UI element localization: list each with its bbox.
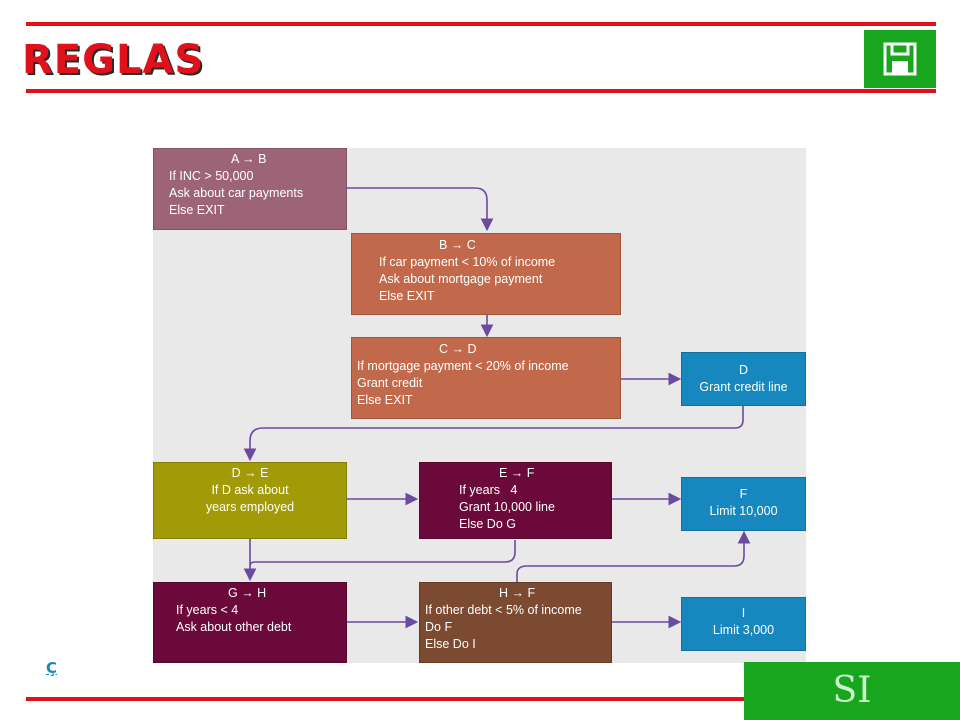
save-button[interactable] [864,30,936,88]
rule-node-line: If INC > 50,000 [169,169,254,183]
rule-node-header: A → B [231,152,267,166]
floppy-disk-icon [883,42,917,76]
rule-node-line: If years 4 [459,483,518,497]
rule-node-line: If D ask about [211,483,289,497]
rule-node-header: G → H [228,586,267,600]
rule-node-line: Else Do G [459,517,516,531]
rules-flow-diagram: A → B If INC > 50,000 Ask about car paym… [153,148,806,663]
rule-node-header: C → D [439,342,477,356]
result-node-header: F [739,487,748,501]
rule-node-line: Ask about other debt [176,620,292,634]
rule-node-c-to-d: C → D If mortgage payment < 20% of incom… [351,337,621,419]
rule-node-line: If mortgage payment < 20% of income [357,359,569,373]
rule-node-a-to-b: A → B If INC > 50,000 Ask about car paym… [153,148,347,230]
rule-node-line: years employed [205,500,295,514]
result-node-d: D Grant credit line [681,352,806,406]
result-node-line: Limit 3,000 [712,623,775,637]
rule-node-e-to-f: E → F If years 4 Grant 10,000 line Else … [419,462,612,539]
title-underline [26,89,936,93]
result-node-f: F Limit 10,000 [681,477,806,531]
rule-node-d-to-e: D → E If D ask about years employed [153,462,347,539]
bottom-rule [26,697,744,701]
rule-node-h-to-f: H → F If other debt < 5% of income Do F … [419,582,612,663]
result-node-header: I [741,606,746,620]
result-node-i: I Limit 3,000 [681,597,806,651]
rule-node-line: Else EXIT [357,393,413,407]
rule-node-header: B → C [439,238,476,252]
rule-node-line: If car payment < 10% of income [379,255,556,269]
result-node-line: Grant credit line [699,380,788,394]
result-node-header: D [738,363,749,377]
rule-node-g-to-h: G → H If years < 4 Ask about other debt [153,582,347,663]
result-node-line: Limit 10,000 [709,504,778,518]
rule-node-header: D → E [231,466,269,480]
back-link-icon[interactable]: Ç [46,659,58,677]
page-title: REGLAS [22,37,205,83]
rule-node-line: Do F [425,620,453,634]
rule-node-line: Else Do I [425,637,476,651]
rule-node-line: If other debt < 5% of income [425,603,582,617]
rule-node-header: E → F [499,466,535,480]
connector-arrows [243,187,751,629]
rule-node-line: Ask about car payments [169,186,304,200]
rule-node-header: H → F [499,586,536,600]
si-button[interactable]: SI [744,662,960,720]
rule-node-line: Grant 10,000 line [459,500,555,514]
rule-node-line: Else EXIT [379,289,435,303]
rule-node-line: Ask about mortgage payment [379,272,543,286]
rule-node-b-to-c: B → C If car payment < 10% of income Ask… [351,233,621,315]
rule-node-line: Else EXIT [169,203,225,217]
rule-node-line: If years < 4 [176,603,239,617]
top-rule [26,22,936,26]
rule-node-line: Grant credit [357,376,423,390]
